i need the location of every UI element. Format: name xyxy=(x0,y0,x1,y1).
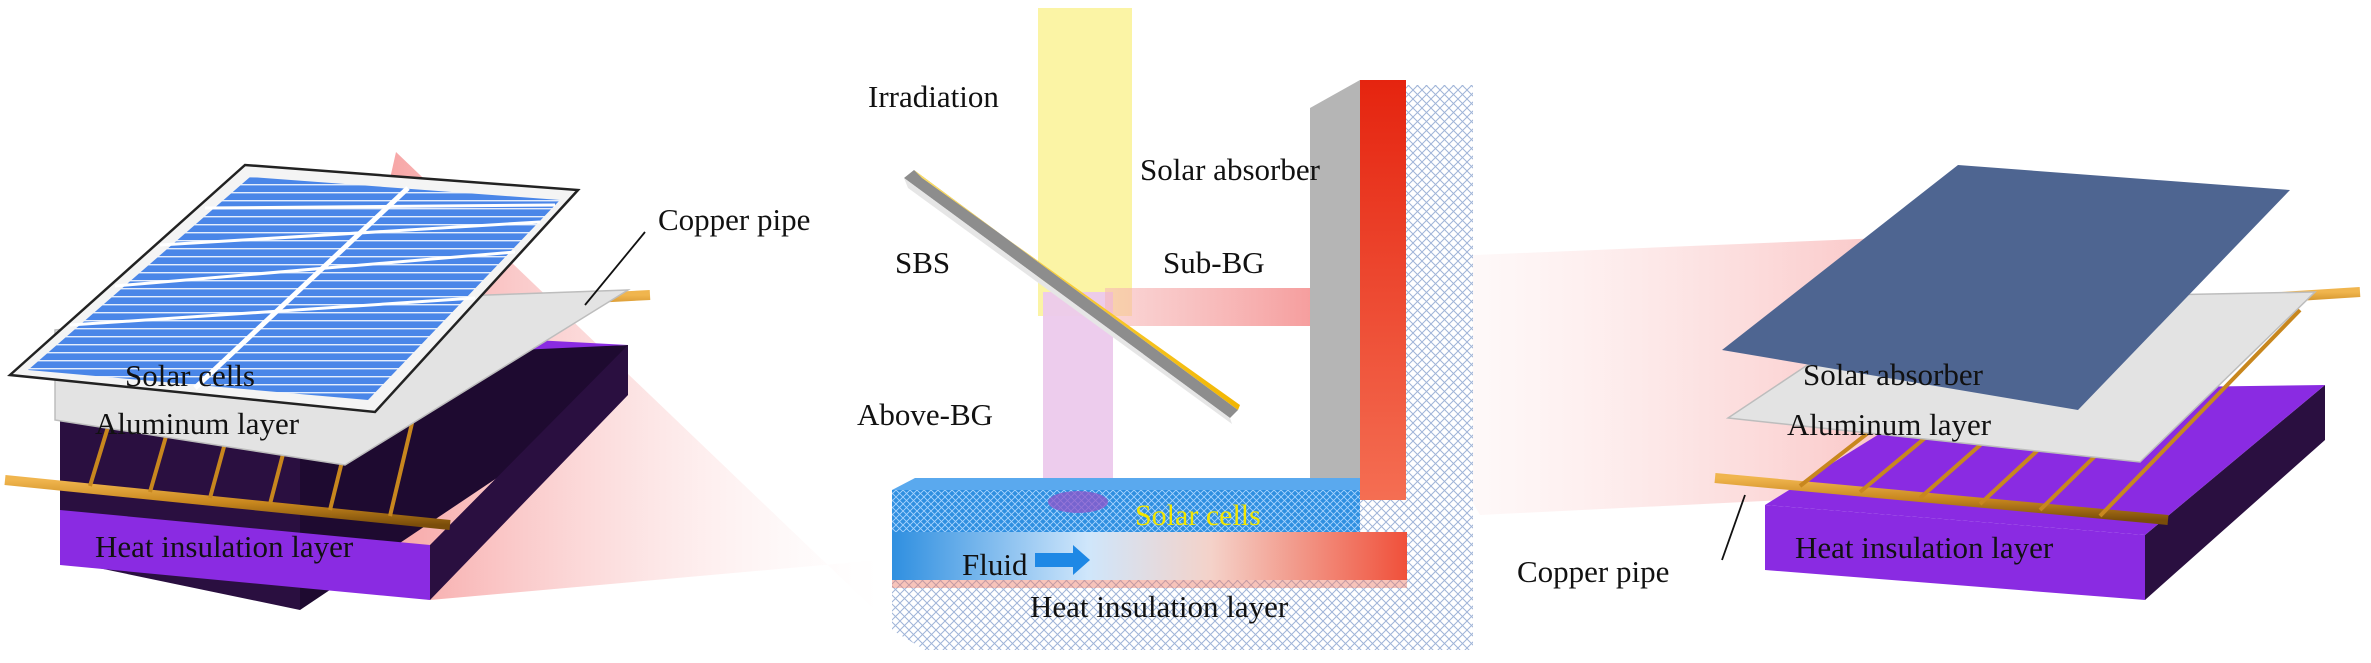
right-solar-absorber-plate xyxy=(1722,165,2290,410)
left-copper-pipe-leader xyxy=(584,231,646,306)
sbs-label: SBS xyxy=(895,245,950,280)
left-solar-cell-panel xyxy=(7,163,581,414)
irradiation-label: Irradiation xyxy=(868,79,999,114)
center-solar-cells-label: Solar cells xyxy=(1135,499,1261,532)
absorber-wall-side xyxy=(1310,80,1360,565)
right-copper-pipe-label: Copper pipe xyxy=(1517,554,1669,589)
left-copper-pipe-label: Copper pipe xyxy=(658,202,810,237)
center-heat-insulation-label: Heat insulation layer xyxy=(1030,589,1289,624)
right-copper-pipe-leader xyxy=(1721,494,1746,561)
above-bg-focal-spot xyxy=(1048,491,1108,513)
sub-bg-beam xyxy=(1105,288,1335,326)
right-pt-module: Solar absorber Aluminum layer Copper pip… xyxy=(1517,165,2361,600)
solar-absorber-center-label: Solar absorber xyxy=(1140,152,1321,187)
sub-bg-label: Sub-BG xyxy=(1163,245,1265,280)
right-aluminum-label: Aluminum layer xyxy=(1787,407,1992,442)
fluid-label: Fluid xyxy=(962,547,1028,582)
left-heat-insulation-label: Heat insulation layer xyxy=(95,529,354,564)
left-aluminum-label: Aluminum layer xyxy=(95,406,300,441)
irradiation-beam xyxy=(1038,8,1132,316)
above-bg-label: Above-BG xyxy=(857,397,993,432)
fluid-channel xyxy=(892,532,1407,580)
fluid-flow-arrow-icon xyxy=(1035,545,1090,575)
right-heat-insulation-label: Heat insulation layer xyxy=(1795,530,2054,565)
sbs-beam-splitter xyxy=(904,170,1240,424)
solar-absorber-strip xyxy=(1360,80,1406,545)
left-solar-cells-label: Solar cells xyxy=(125,358,255,393)
center-solar-cells-strip xyxy=(892,490,1360,532)
right-solar-absorber-label: Solar absorber xyxy=(1803,357,1984,392)
left-pvt-module: Copper pipe Solar cells Aluminum layer H… xyxy=(4,152,880,615)
